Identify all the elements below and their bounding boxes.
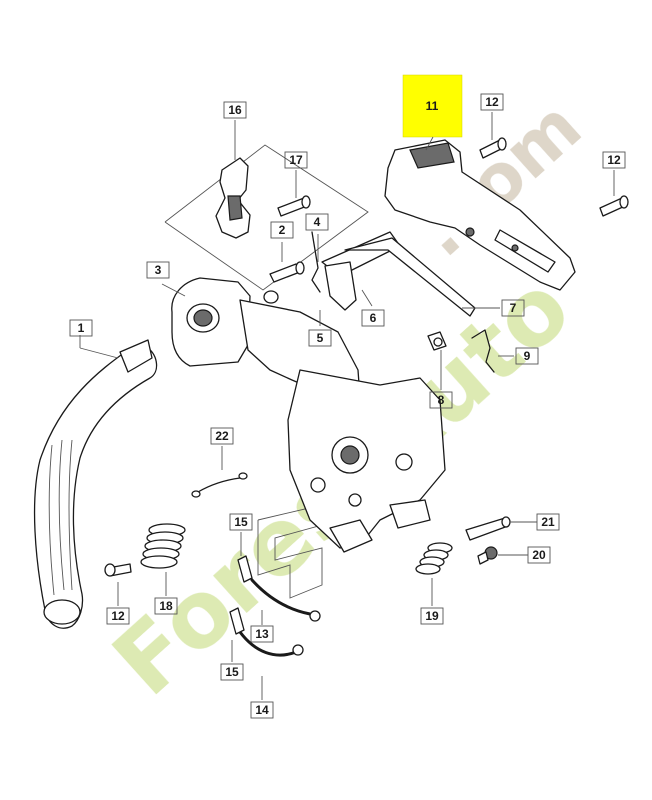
callout-2: 2 [279, 223, 286, 237]
callout-5: 5 [317, 331, 324, 345]
wire-9 [471, 329, 495, 373]
callout-15-bottom: 15 [225, 665, 239, 679]
callout-21: 21 [541, 515, 555, 529]
callout-1: 1 [78, 321, 85, 335]
callout-22: 22 [215, 429, 229, 443]
callout-6: 6 [370, 311, 377, 325]
callout-4: 4 [314, 215, 321, 229]
bushing-2 [263, 290, 279, 304]
front-handle-bar [33, 339, 158, 629]
callout-18: 18 [159, 599, 173, 613]
trigger-spring [311, 231, 321, 293]
fuel-line-14 [238, 630, 304, 657]
callout-13: 13 [255, 627, 269, 641]
rear-handle-housing [239, 299, 446, 553]
callout-14: 14 [255, 703, 269, 717]
callout-7: 7 [510, 301, 517, 315]
screw-2 [269, 261, 305, 283]
callout-16: 16 [228, 103, 242, 117]
fitting-8 [427, 331, 447, 351]
screw-12-top [479, 137, 507, 159]
filter-15-bottom [229, 607, 245, 635]
callout-20: 20 [532, 548, 546, 562]
filter-15-top [237, 555, 253, 583]
fuel-line-13 [250, 578, 321, 622]
callout-12-right: 12 [607, 153, 621, 167]
callout-8: 8 [438, 393, 445, 407]
grip-mount [171, 277, 251, 367]
pin-21 [465, 516, 511, 541]
cover-11 [384, 139, 576, 291]
spring-18 [140, 523, 186, 569]
callout-12-top: 12 [485, 95, 499, 109]
callout-11: 11 [426, 99, 439, 113]
callout-3: 3 [155, 263, 162, 277]
callout-labels: 1 2 3 4 5 6 7 8 9 11 12 12 12 13 14 15 1… [69, 93, 626, 719]
screw-12-bottom [104, 563, 132, 577]
latch-16 [215, 157, 251, 239]
bolt-20 [477, 546, 498, 565]
callout-9: 9 [524, 349, 531, 363]
leader-lines [79, 112, 615, 700]
cable-22 [191, 472, 248, 498]
spring-19 [415, 542, 453, 575]
callout-19: 19 [425, 609, 439, 623]
callout-15-top: 15 [234, 515, 248, 529]
screw-17 [277, 195, 311, 217]
screw-12-right [599, 195, 629, 217]
callout-12-bottom: 12 [111, 609, 125, 623]
callout-17: 17 [289, 153, 303, 167]
